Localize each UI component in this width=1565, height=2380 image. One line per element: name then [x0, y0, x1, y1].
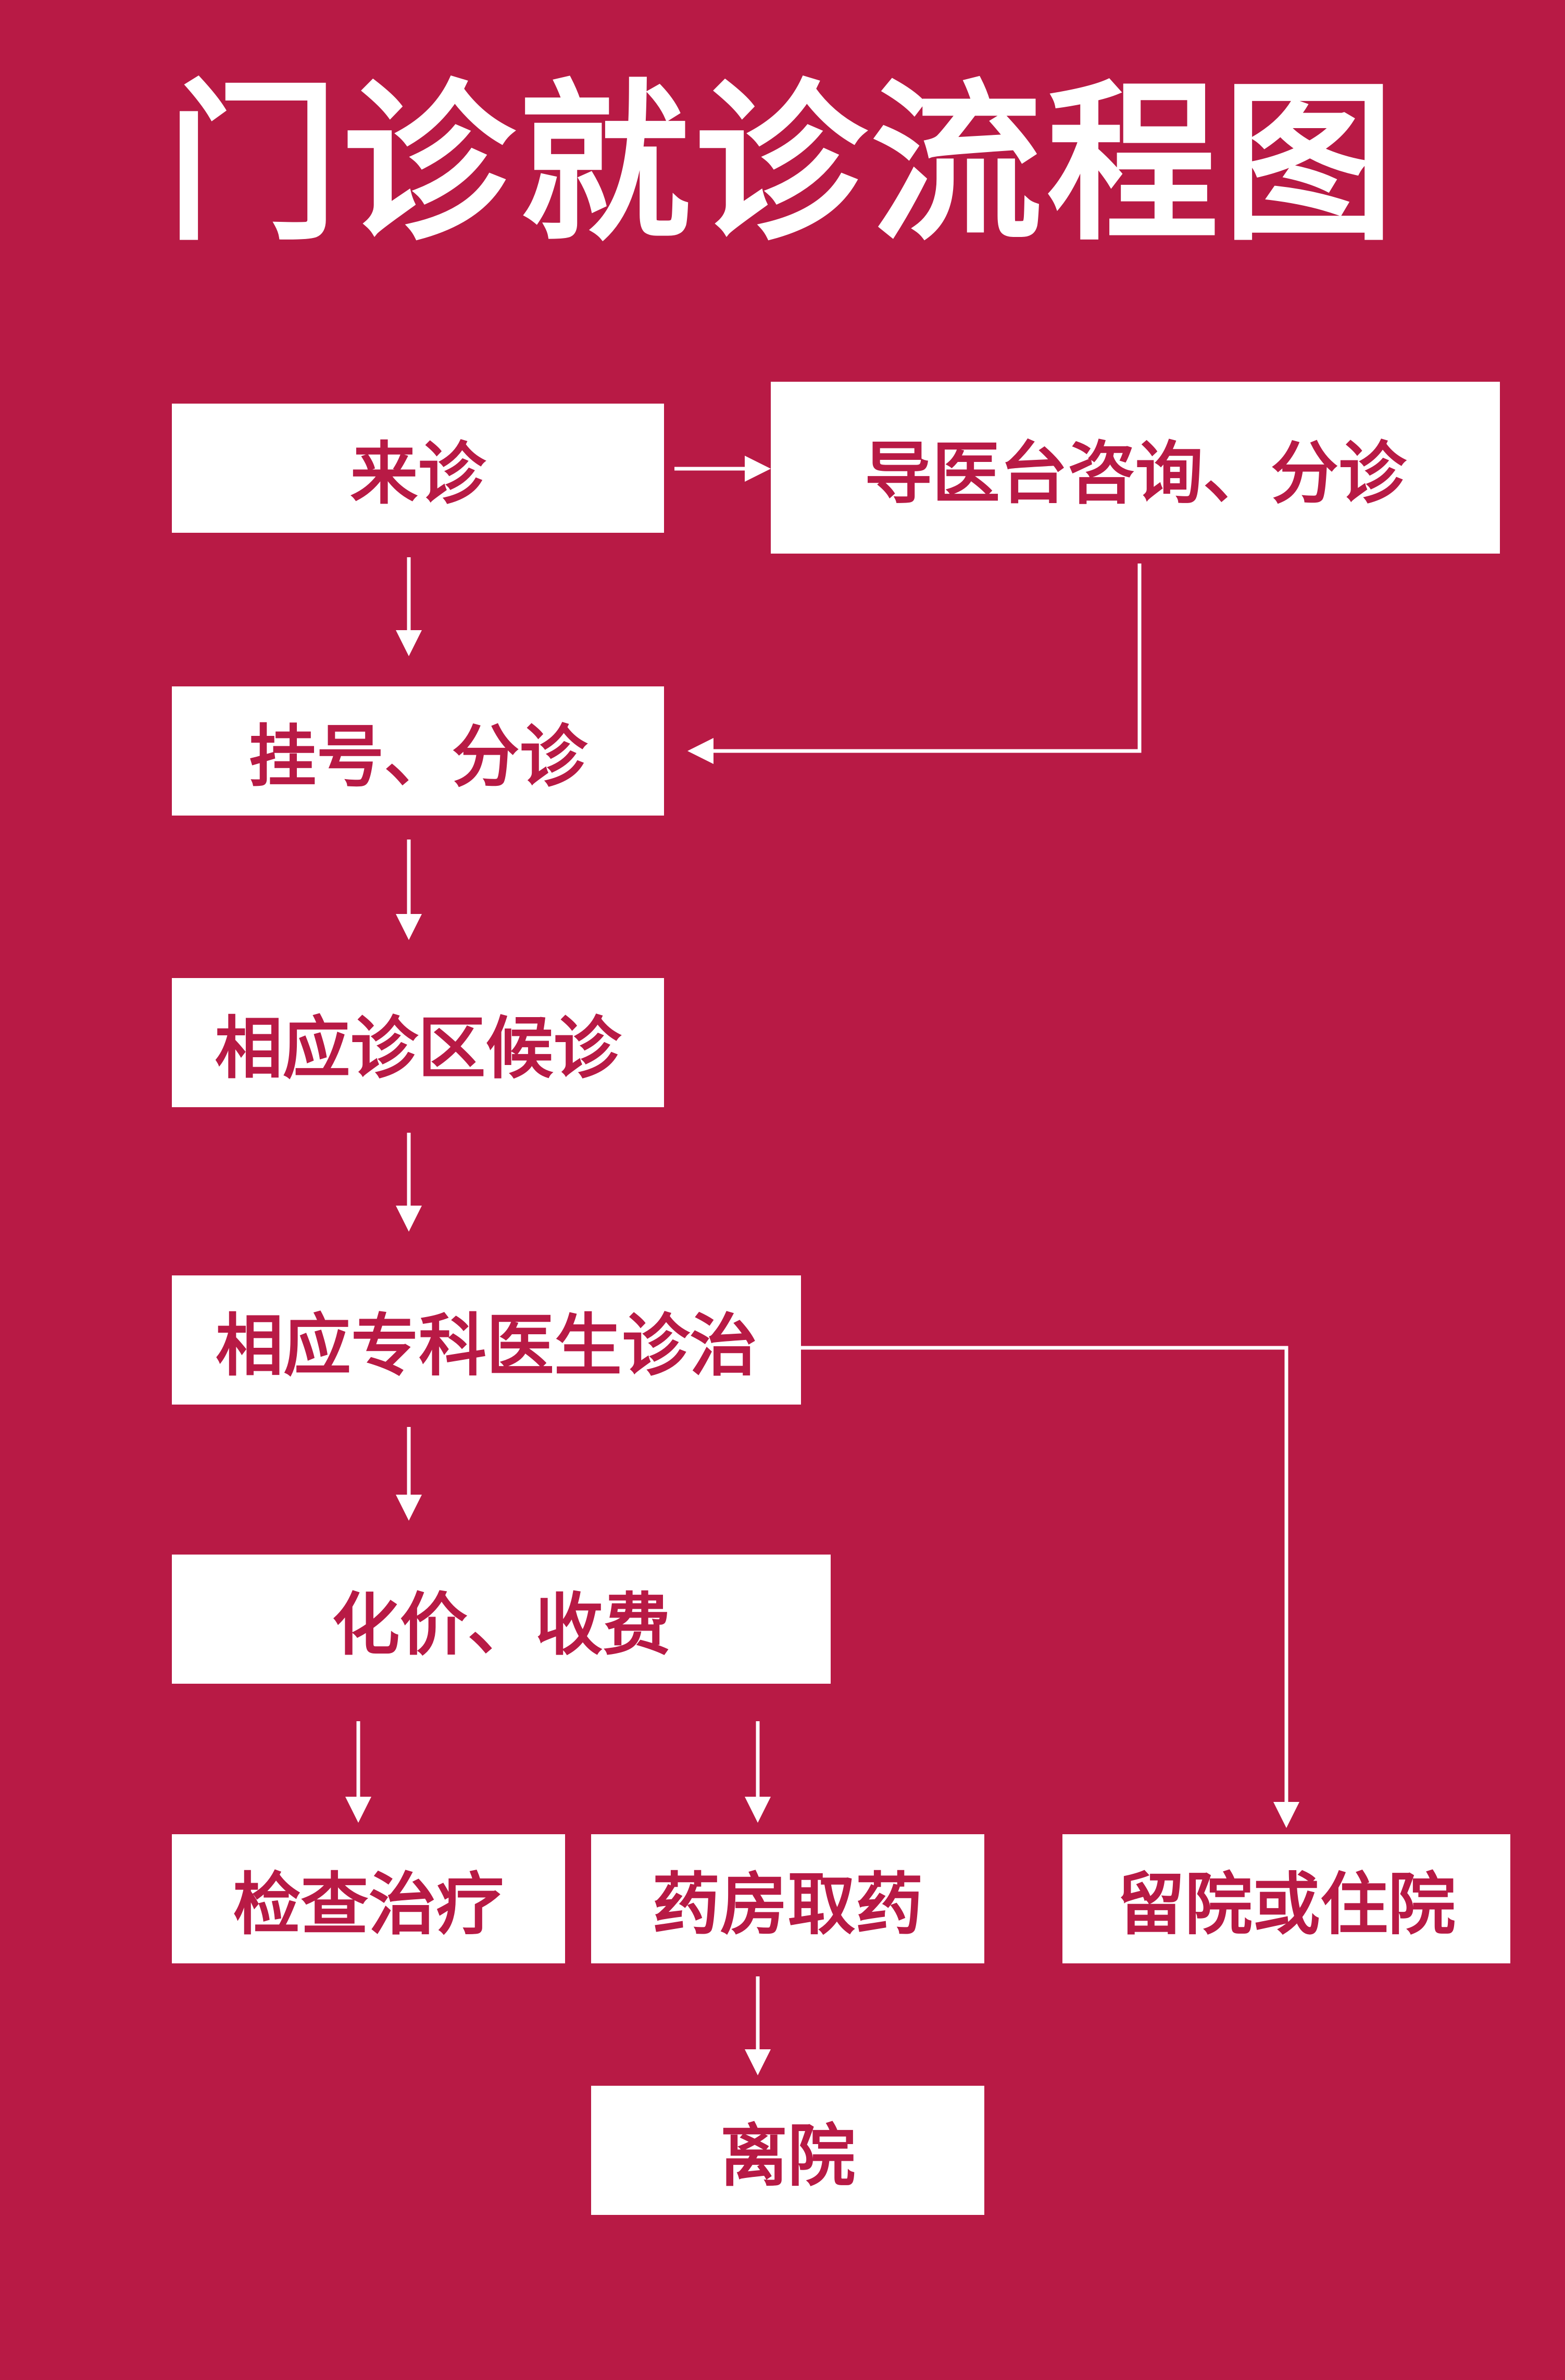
node-discharge: 离院: [591, 2086, 984, 2215]
arrow-guide-to-registration: [708, 563, 1142, 753]
arrowhead-down: [396, 630, 422, 656]
node-exam: 检查治疗: [172, 1834, 565, 1963]
arrowhead-right: [745, 456, 771, 482]
node-admission: 留院或住院: [1062, 1834, 1510, 1963]
arrowhead-left: [687, 738, 713, 764]
arrowhead-down: [396, 914, 422, 940]
arrowhead-down: [745, 2049, 771, 2075]
page-title: 门诊就诊流程图: [166, 64, 1399, 264]
arrow-doctor-to-admission: [801, 1346, 1288, 1807]
node-registration: 挂号、分诊: [172, 686, 664, 816]
node-waiting: 相应诊区候诊: [172, 978, 664, 1107]
arrowhead-down: [396, 1206, 422, 1232]
node-pharmacy: 药房取药: [591, 1834, 984, 1963]
node-doctor: 相应专科医生诊治: [172, 1275, 801, 1405]
arrowhead-down: [1273, 1802, 1299, 1828]
node-billing: 化价、收费: [172, 1555, 831, 1684]
arrowhead-down: [745, 1797, 771, 1823]
arrowhead-down: [396, 1495, 422, 1521]
node-arrival: 来诊: [172, 404, 664, 533]
node-guide-desk: 导医台咨询、分诊: [771, 382, 1500, 554]
arrowhead-down: [345, 1797, 371, 1823]
